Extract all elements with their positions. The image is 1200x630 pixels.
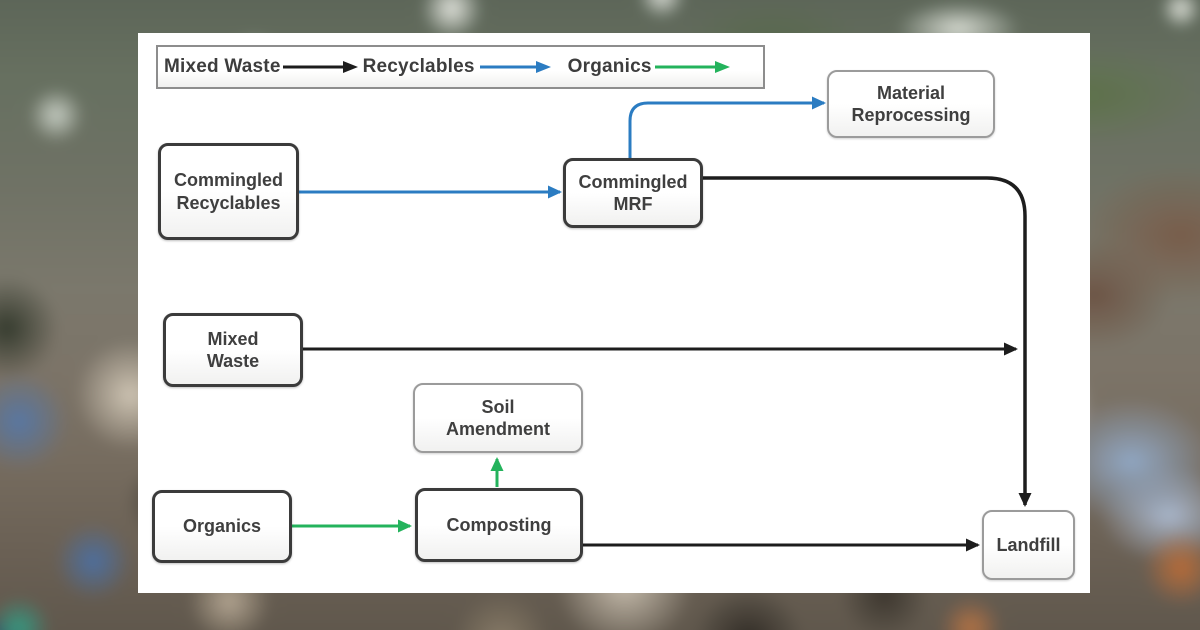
legend-item-organics: Organics xyxy=(568,56,733,78)
legend-arrow-recyclables-icon xyxy=(479,61,551,73)
arrow-mrf-to-landfill xyxy=(703,176,1032,507)
node-soil-amendment: Soil Amendment xyxy=(413,383,583,453)
legend-label-organics: Organics xyxy=(567,56,652,77)
arrow-mrf-to-material-reprocessing xyxy=(628,96,826,158)
node-landfill: Landfill xyxy=(982,510,1075,580)
node-commingled-mrf: Commingled MRF xyxy=(563,158,703,228)
node-material-reprocessing: Material Reprocessing xyxy=(827,70,995,138)
flow-connectors xyxy=(292,96,1032,552)
legend-item-mixed-waste: Mixed Waste xyxy=(164,56,361,78)
node-mixed-waste: Mixed Waste xyxy=(163,313,303,387)
legend-label-mixed-waste: Mixed Waste xyxy=(164,56,281,77)
diagram-panel: Mixed Waste Recyclables Organics xyxy=(138,33,1090,593)
node-composting: Composting xyxy=(415,488,583,562)
legend: Mixed Waste Recyclables Organics xyxy=(156,45,765,89)
node-commingled-recyclables: Commingled Recyclables xyxy=(158,143,299,240)
legend-label-recyclables: Recyclables xyxy=(362,56,475,77)
node-organics: Organics xyxy=(152,490,292,563)
legend-arrow-organics-icon xyxy=(654,61,730,73)
legend-item-recyclables: Recyclables xyxy=(363,56,554,78)
legend-arrow-mixed-waste-icon xyxy=(282,61,358,73)
